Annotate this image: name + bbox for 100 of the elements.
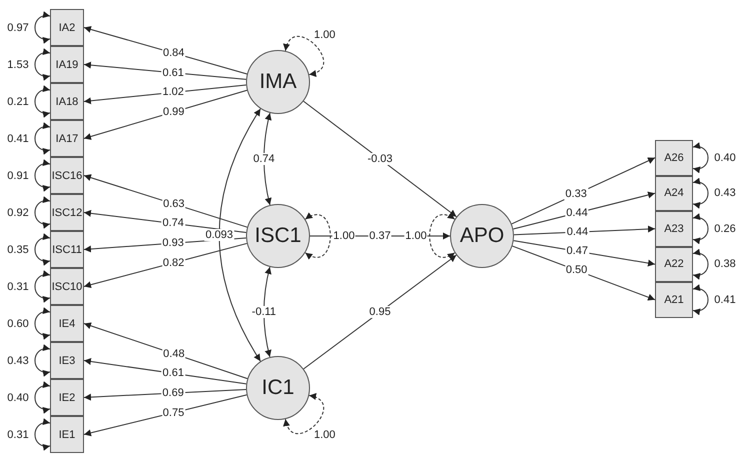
variable-label: ISC11 xyxy=(52,244,82,256)
variable-label: IA18 xyxy=(56,96,78,108)
variance-value: 1.00 xyxy=(312,29,336,42)
path-arrow xyxy=(84,62,247,80)
path-arrow xyxy=(84,174,248,228)
variance-value: 0.60 xyxy=(6,318,30,330)
path-arrow xyxy=(303,254,457,370)
observed-variable-box xyxy=(50,120,84,157)
observed-variable-box xyxy=(50,83,84,120)
variance-loop xyxy=(34,345,50,376)
variable-label: IA19 xyxy=(56,58,78,70)
variable-label: IMA xyxy=(259,70,297,94)
variable-label: IC1 xyxy=(262,376,294,400)
observed-variable-box xyxy=(50,157,84,194)
variance-loop xyxy=(34,271,50,302)
variance-value: 0.31 xyxy=(6,280,30,292)
path-coefficient: 0.093 xyxy=(204,229,234,241)
variable-label: ISC1 xyxy=(254,224,302,248)
variable-label: A23 xyxy=(664,222,684,235)
observed-variable-box xyxy=(50,46,84,83)
variable-label: A26 xyxy=(664,152,684,164)
path-arrow xyxy=(84,26,248,74)
path-arrow xyxy=(84,90,248,140)
variable-label: ISC10 xyxy=(52,280,82,292)
path-arrow xyxy=(303,100,457,218)
path-coefficient: 0.44 xyxy=(566,226,590,238)
path-coefficient: 0.47 xyxy=(566,245,589,258)
observed-variable-box xyxy=(655,211,693,246)
path-coefficient: 0.74 xyxy=(252,153,276,165)
variable-label: IE4 xyxy=(58,318,76,330)
path-coefficient: 0.61 xyxy=(161,66,185,79)
path-coefficient: 0.82 xyxy=(162,256,186,269)
variable-label: IE1 xyxy=(58,428,76,440)
variance-loop xyxy=(34,197,50,228)
variance-value: 0.40 xyxy=(6,392,30,404)
variance-value: 0.41 xyxy=(6,132,30,144)
variance-value: 0.26 xyxy=(713,222,737,235)
path-coefficient: 0.61 xyxy=(162,367,185,380)
variable-label: APO xyxy=(460,224,504,248)
path-arrow xyxy=(84,358,247,384)
variance-loop xyxy=(692,285,708,314)
variance-loop xyxy=(692,178,708,208)
path-coefficient: 0.74 xyxy=(162,217,185,230)
variable-label: A21 xyxy=(664,294,684,306)
variance-loop xyxy=(429,212,456,260)
path-arrow xyxy=(513,226,656,236)
path-coefficient: 0.84 xyxy=(162,47,186,60)
path-coefficient: 0.95 xyxy=(368,306,392,318)
observed-variable-box xyxy=(50,305,84,342)
path-coefficient: 0.75 xyxy=(162,406,186,419)
path-arrow xyxy=(84,242,248,288)
variable-label: IE3 xyxy=(58,354,76,366)
covariance-arrow xyxy=(218,108,261,362)
variance-value: 1.00 xyxy=(404,230,428,242)
variance-value: 0.92 xyxy=(6,206,30,218)
path-arrow xyxy=(511,157,656,224)
variance-value: 0.21 xyxy=(6,96,30,108)
variance-value: 0.43 xyxy=(713,187,737,200)
variance-loop xyxy=(34,12,50,43)
observed-variable-box xyxy=(50,379,84,416)
variance-loop xyxy=(34,86,50,117)
variable-label: ISC16 xyxy=(52,170,82,182)
variance-loop xyxy=(284,36,324,76)
variance-loop xyxy=(34,382,50,413)
variance-value: 0.31 xyxy=(6,428,30,440)
observed-variable-box xyxy=(50,268,84,305)
variance-value: 0.40 xyxy=(713,152,737,164)
path-coefficient: 0.44 xyxy=(565,206,589,219)
observed-variable-box xyxy=(50,231,84,268)
observed-variable-box xyxy=(50,194,84,231)
variance-loop xyxy=(34,308,50,339)
path-arrow xyxy=(84,388,247,401)
variance-loop xyxy=(692,250,708,279)
path-coefficient: 0.50 xyxy=(564,264,588,276)
variance-value: 0.35 xyxy=(6,244,30,256)
path-coefficient: 1.02 xyxy=(161,86,185,98)
variable-label: IA17 xyxy=(56,132,78,144)
variance-loop xyxy=(304,212,331,260)
variance-value: 1.00 xyxy=(312,428,336,441)
variance-loop xyxy=(34,419,50,450)
variance-value: 0.41 xyxy=(713,294,737,306)
variance-loop xyxy=(34,234,50,265)
path-coefficient: 0.33 xyxy=(564,188,588,200)
variance-loop xyxy=(34,123,50,154)
variable-label: IA2 xyxy=(58,22,76,34)
covariance-arrow xyxy=(263,112,272,206)
variance-value: 1.00 xyxy=(332,230,356,242)
path-coefficient: 0.93 xyxy=(161,237,185,250)
variance-value: 0.38 xyxy=(713,258,737,270)
path-arrow xyxy=(513,240,656,267)
path-arrow xyxy=(84,394,248,436)
variance-value: 1.53 xyxy=(6,58,30,70)
variable-label: A24 xyxy=(664,187,684,200)
observed-variable-box xyxy=(655,140,693,176)
path-coefficient: 0.63 xyxy=(162,198,186,210)
observed-variable-box xyxy=(50,9,84,46)
path-coefficient: 0.48 xyxy=(162,348,186,360)
path-coefficient: -0.03 xyxy=(366,153,394,165)
observed-variable-box xyxy=(50,416,84,453)
covariance-arrow xyxy=(263,266,272,358)
